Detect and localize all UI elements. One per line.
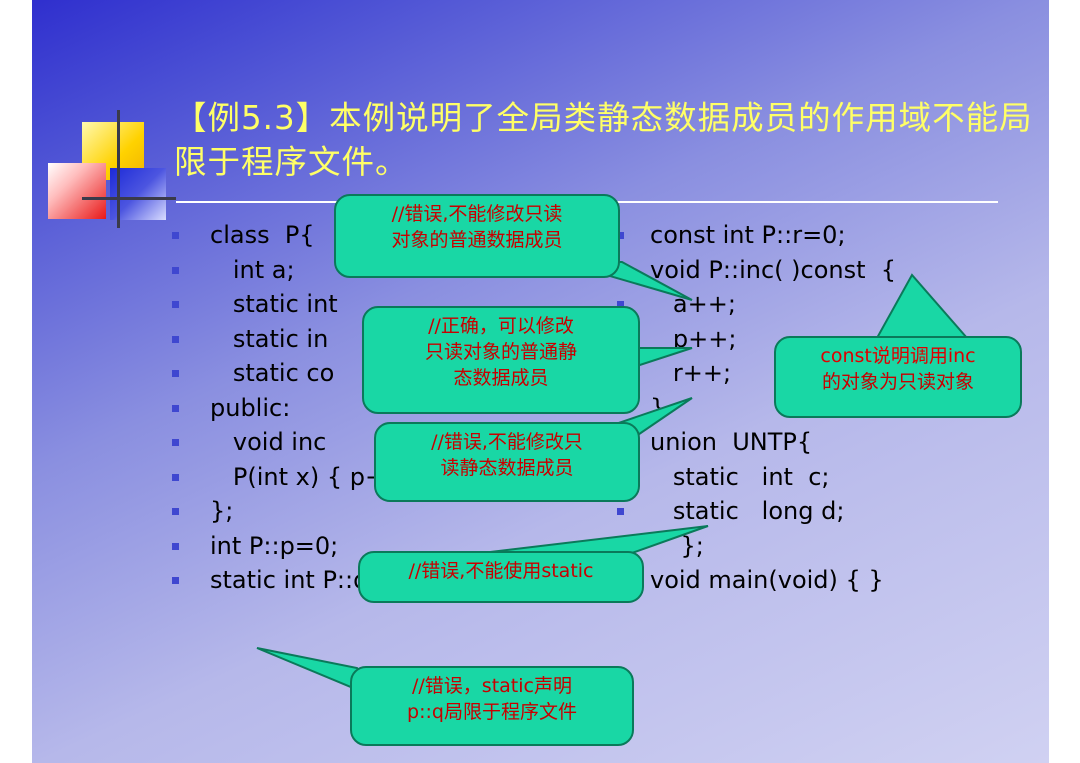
- callout-4-pointer: [875, 273, 970, 339]
- right-code-line: static long d;: [650, 497, 845, 525]
- horizontal-rule-short: [82, 197, 176, 200]
- callout-5-line1: //错误,不能使用static: [408, 560, 594, 582]
- left-code-line: static co: [210, 359, 335, 387]
- left-code-bullet: [172, 473, 179, 481]
- callout-const-readonly-object: const说明调用inc 的对象为只读对象: [774, 336, 1022, 418]
- left-code-bullet: [172, 577, 179, 584]
- callout-4-line2: 的对象为只读对象: [821, 371, 974, 393]
- callout-1-line2: 对象的普通数据成员: [391, 229, 563, 251]
- callout-error-modify-readonly-static: //错误,不能修改只 读静态数据成员: [374, 422, 640, 502]
- callout-2-line3: 态数据成员: [453, 367, 549, 389]
- right-code-line: };: [650, 531, 704, 560]
- left-code-line: void inc: [210, 428, 327, 456]
- left-code-line: int a;: [210, 255, 295, 284]
- right-code-bullet: [617, 301, 624, 308]
- vertical-rule: [117, 110, 120, 228]
- left-code-bullet: [172, 335, 179, 343]
- callout-correct-modify-static: //正确，可以修改 只读对象的普通静 态数据成员: [362, 306, 640, 414]
- left-code-bullet: [172, 439, 179, 446]
- callout-error-modify-readonly: //错误,不能修改只读 对象的普通数据成员: [334, 194, 620, 278]
- right-code-line: r++;: [650, 359, 732, 387]
- left-code-line: static int: [210, 290, 338, 318]
- callout-3-line2: 读静态数据成员: [440, 457, 574, 479]
- callout-6-line2: p::q局限于程序文件: [407, 701, 577, 723]
- right-code-line: void P::inc( )const {: [650, 255, 897, 284]
- right-code-line: static int c;: [650, 462, 830, 491]
- callout-4-text1: const说明调用inc: [820, 345, 976, 367]
- left-code-line: static in: [210, 324, 329, 353]
- callout-1-line1: //错误,不能修改只读: [391, 203, 563, 225]
- left-code-line: class P{: [210, 221, 315, 249]
- right-code-bullet: [617, 232, 624, 239]
- callout-error-static-file-scope: //错误，static声明 p::q局限于程序文件: [350, 666, 634, 746]
- slide-title: 【例5.3】本例说明了全局类静态数据成员的作用域不能局限于程序文件。: [174, 99, 1033, 181]
- left-code-bullet: [172, 542, 179, 550]
- callout-6-line1: //错误，static声明: [412, 675, 572, 697]
- callout-2-line2: 只读对象的普通静: [424, 341, 577, 363]
- left-code-bullet: [172, 232, 179, 239]
- left-code-bullet: [172, 404, 179, 412]
- left-code-bullet: [172, 508, 179, 515]
- slide: 【例5.3】本例说明了全局类静态数据成员的作用域不能局限于程序文件。 class…: [32, 0, 1049, 763]
- red-square-decoration: [48, 163, 106, 219]
- right-code-bullet: [617, 508, 624, 515]
- callout-2-line1: //正确，可以修改: [428, 315, 574, 337]
- left-code-bullet: [172, 301, 179, 308]
- callout-error-static-in-union: //错误,不能使用static: [358, 551, 644, 603]
- left-code-line: int P::p=0;: [210, 531, 339, 560]
- right-code-line: void main(void) { }: [650, 566, 884, 594]
- left-code-line: public:: [210, 393, 291, 422]
- callout-3-line1: //错误,不能修改只: [431, 431, 583, 453]
- right-code-line: union UNTP{: [650, 428, 813, 456]
- right-code-line: const int P::r=0;: [650, 221, 846, 249]
- left-code-bullet: [172, 370, 179, 377]
- left-code-line: };: [210, 497, 234, 525]
- left-code-bullet: [172, 266, 179, 274]
- callout-5-pointer: [481, 525, 709, 554]
- callout-4-line1: const说明调用inc: [776, 343, 1020, 369]
